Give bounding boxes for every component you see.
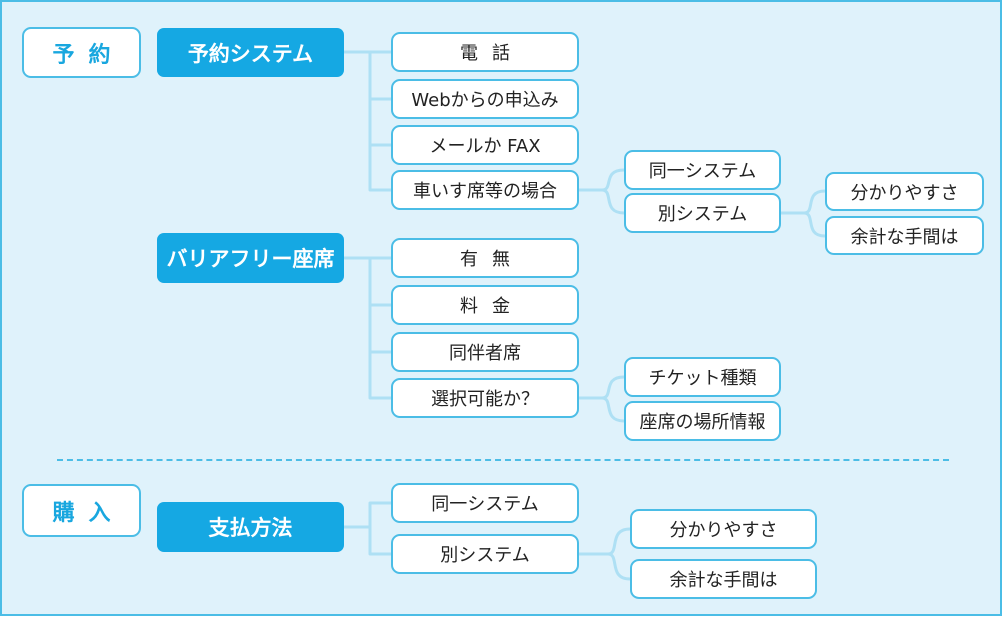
connector-selectable xyxy=(577,375,626,423)
option-separate-system: 別システム xyxy=(624,193,781,233)
connector-payment xyxy=(342,501,393,556)
note-payment-extra-step: 余計な手間は xyxy=(630,559,817,599)
option-seat-location: 座席の場所情報 xyxy=(624,401,781,441)
connector-reservation-system xyxy=(342,50,393,192)
note-extra-step: 余計な手間は xyxy=(825,216,984,255)
category-reservation-system: 予約システム xyxy=(157,28,344,77)
option-ticket-type: チケット種類 xyxy=(624,357,781,397)
connector-barrier-free xyxy=(342,256,393,400)
item-phone: 電話 xyxy=(391,32,579,72)
section-divider xyxy=(57,459,949,461)
item-availability: 有無 xyxy=(391,238,579,278)
category-barrier-free: バリアフリー座席 xyxy=(157,233,344,283)
item-companion-seat: 同伴者席 xyxy=(391,332,579,372)
note-payment-clarity: 分かりやすさ xyxy=(630,509,817,549)
category-payment: 支払方法 xyxy=(157,502,344,552)
item-selectable: 選択可能か？ xyxy=(391,378,579,418)
item-web-application: Webからの申込み xyxy=(391,79,579,119)
connector-payment-separate xyxy=(577,527,632,581)
connector-wheelchair xyxy=(577,168,626,215)
item-fee: 料金 xyxy=(391,285,579,325)
connector-separate-system xyxy=(779,189,827,238)
note-clarity: 分かりやすさ xyxy=(825,172,984,211)
item-payment-same-system: 同一システム xyxy=(391,483,579,523)
section-label-reservation: 予約 xyxy=(22,27,141,78)
item-mail-or-fax: メールか FAX xyxy=(391,125,579,165)
item-payment-separate-system: 別システム xyxy=(391,534,579,574)
item-wheelchair-seat: 車いす席等の場合 xyxy=(391,170,579,210)
section-label-purchase: 購入 xyxy=(22,484,141,537)
option-same-system: 同一システム xyxy=(624,150,781,190)
